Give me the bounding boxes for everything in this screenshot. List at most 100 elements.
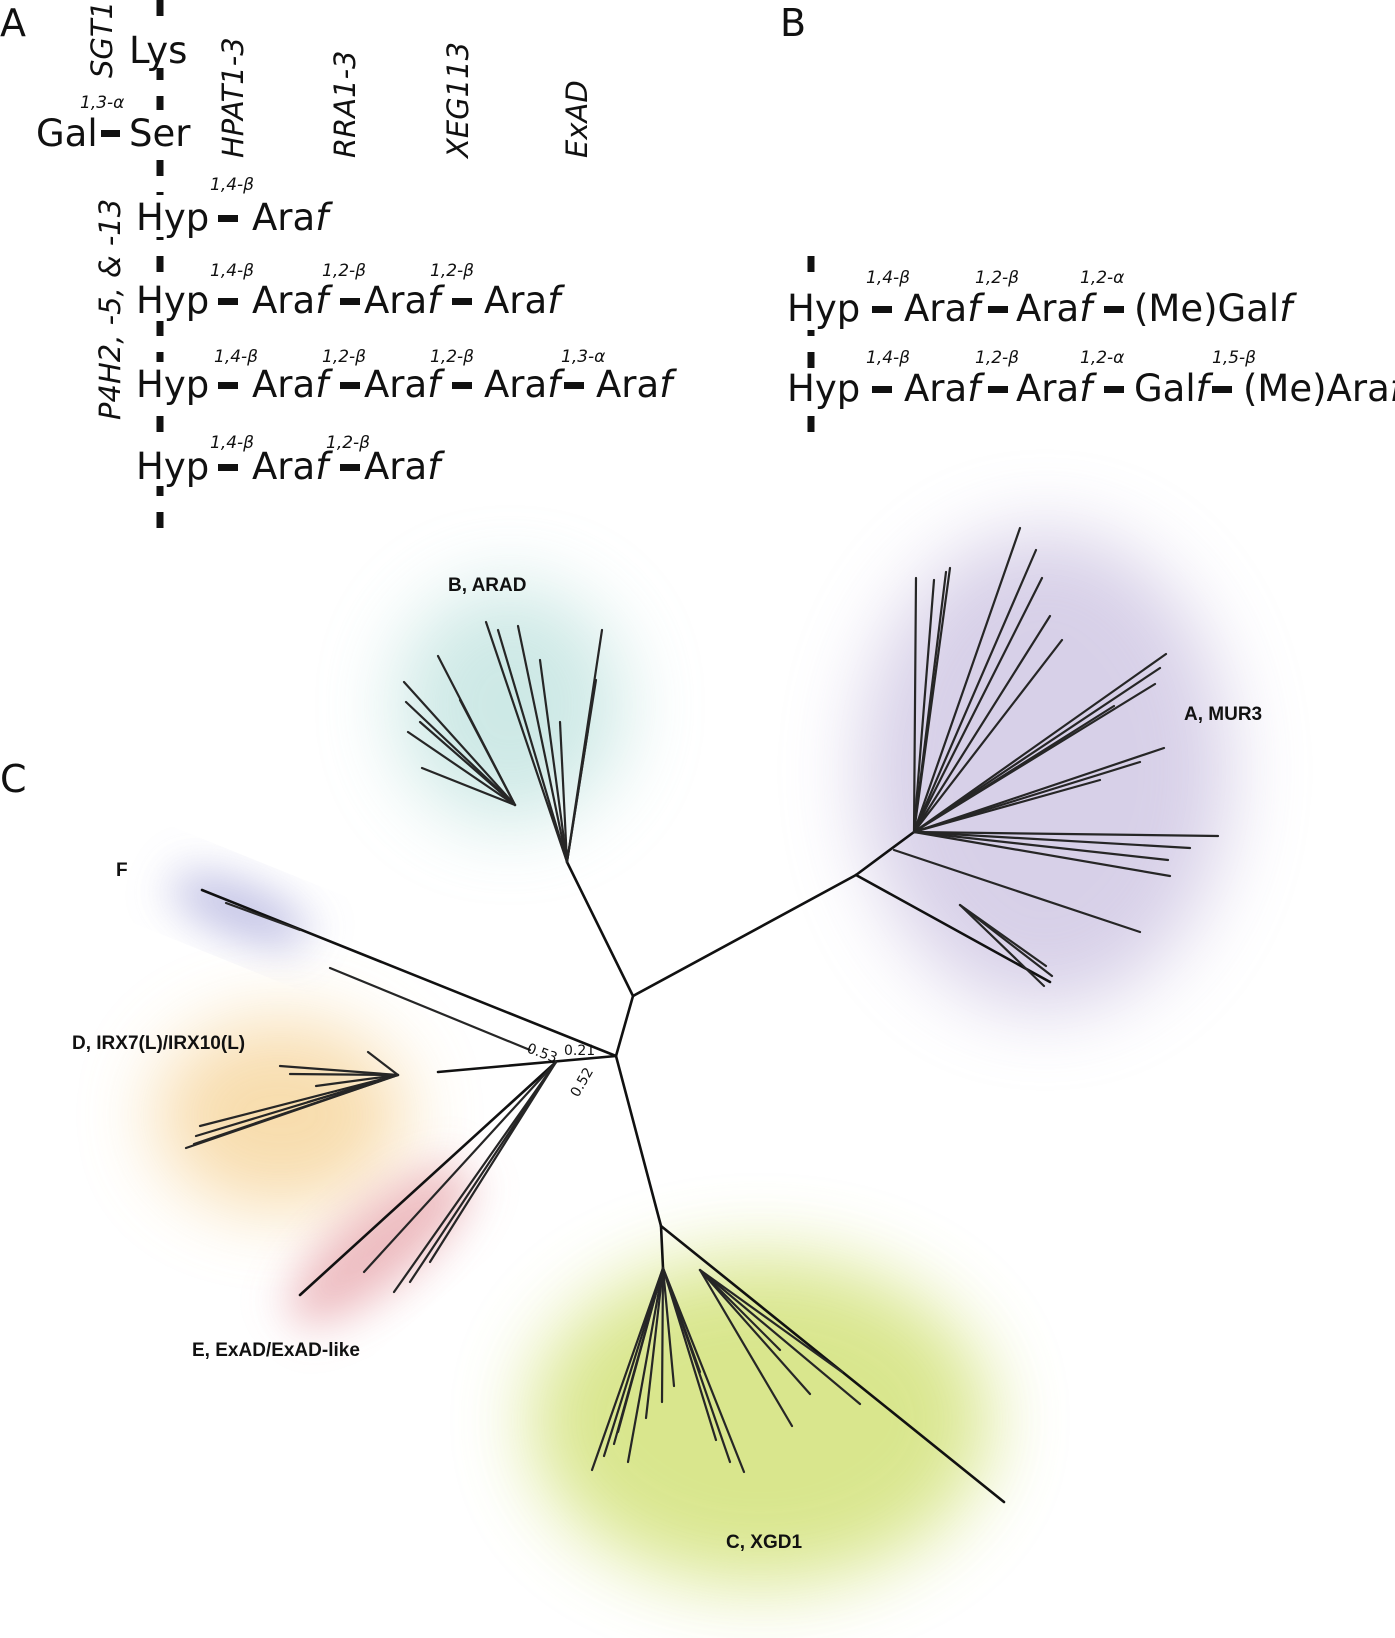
clade-label-b: B, ARAD (448, 575, 526, 596)
branch-tip (484, 620, 569, 864)
bond-label: 1,2-α (1080, 268, 1124, 288)
branch-tip (912, 576, 1044, 834)
branch-tip (912, 578, 936, 834)
branch-tip (496, 628, 569, 864)
branch-tip (912, 830, 1192, 850)
bond-dash (218, 215, 238, 222)
branch-tip (698, 1268, 794, 1428)
residue-ara: Araf (1016, 287, 1097, 330)
bond-dash-gal-ser (101, 130, 120, 137)
residue-ara: Araf (252, 363, 333, 406)
clade-f-tips (224, 901, 532, 1052)
residue-lys: Lys (129, 29, 187, 72)
clade-label-e: E, ExAD/ExAD-like (192, 1340, 360, 1361)
bond-label: 1,2-β (322, 261, 366, 281)
branch (565, 860, 635, 998)
chain-b2: Hyp 1,4-β Araf 1,2-β Araf 1,2-α Galf 1,5… (784, 348, 1395, 410)
chain-a2: Hyp 1,4-β Araf 1,2-β Araf 1,2-β Araf (130, 261, 565, 322)
chain-a1: Hyp 1,4-β Araf (130, 175, 333, 239)
bond-label: 1,4-β (210, 261, 254, 281)
residue-ara: Araf (484, 279, 565, 322)
panel-label-b: B (780, 1, 806, 45)
branch-tip (912, 830, 1172, 878)
gene-label-xeg: XEG113 (441, 42, 475, 160)
branch-tip (590, 1266, 665, 1472)
bond-label: 1,5-β (1212, 348, 1256, 368)
bond-label: 1,2-β (430, 261, 474, 281)
bond-dash (340, 298, 360, 305)
branch-tip (958, 903, 1054, 978)
chain-b1: Hyp 1,4-β Araf 1,2-β Araf 1,2-α (Me)Galf (784, 268, 1297, 330)
residue-ara: Araf (252, 196, 333, 239)
branch-tip (558, 720, 569, 864)
bond-label: 1,2-α (1080, 348, 1124, 368)
branch-tip (661, 1266, 676, 1388)
branch-tip (184, 1073, 400, 1150)
branch-tip (420, 766, 517, 807)
bond-dash (1104, 386, 1124, 393)
residue-hyp: Hyp (136, 363, 209, 406)
branch-tip (912, 638, 1064, 834)
clade-label-d: D, IRX7(L)/IRX10(L) (72, 1033, 245, 1054)
bond-dash (1104, 306, 1124, 313)
ser-mask (126, 110, 202, 152)
residue-ara: Araf (1016, 367, 1097, 410)
clade-label-a: A, MUR3 (1184, 704, 1262, 725)
bond-label: 1,4-β (210, 175, 254, 195)
branch-tip (698, 1268, 862, 1406)
branch-tip (626, 1266, 665, 1464)
residue-ara: Araf (252, 445, 333, 488)
branch-tip (698, 1268, 844, 1374)
branch-tip (912, 566, 952, 834)
chain-a3: Hyp 1,4-β Araf 1,2-β Araf 1,2-β Araf 1,3… (130, 347, 677, 406)
branch-tip (660, 1266, 665, 1404)
halo-clade-a (860, 530, 1230, 1010)
branch-tip (406, 730, 517, 807)
clade-d-tips (184, 1050, 400, 1150)
branch-tip (892, 848, 1142, 934)
panel-label-c: C (0, 757, 27, 801)
bond-label: 1,2-β (430, 347, 474, 367)
clade-a-tips (892, 526, 1220, 988)
branch-tip (616, 1266, 665, 1434)
branch (854, 873, 1052, 984)
residue-gal: Galf (1134, 367, 1214, 410)
clade-c-tips (590, 1266, 862, 1474)
panel-b: Hyp 1,4-β Araf 1,2-β Araf 1,2-α (Me)Galf… (784, 256, 1395, 440)
bond-label: 1,2-β (975, 348, 1019, 368)
bond-label: 1,4-β (214, 347, 258, 367)
branch-tip (958, 903, 1046, 988)
branch-tip (661, 1266, 702, 1374)
panel-c: A, MUR3 B, ARAD C, XGD1 D, IRX7(L)/IRX10… (72, 526, 1262, 1585)
lys-mask (126, 28, 202, 68)
clade-label-f: F (116, 860, 128, 881)
residue-ara: Araf (252, 279, 333, 322)
support-value: 0.52 (568, 1065, 597, 1100)
branch-tip (644, 1266, 665, 1420)
bond-dash (452, 298, 472, 305)
branch (659, 1224, 665, 1270)
branch-tip (418, 720, 517, 807)
bond-dash (218, 298, 238, 305)
branch-tip (912, 778, 1102, 834)
residue-ara: Araf (904, 367, 985, 410)
support-value: 0.21 (564, 1043, 595, 1059)
branch-tip (912, 666, 1162, 834)
residue-me-gal: (Me)Galf (1134, 287, 1297, 330)
branch-tip (288, 1072, 400, 1077)
bond-dash (1212, 386, 1232, 393)
bond-label: 1,4-β (866, 268, 910, 288)
bond-label: 1,2-β (326, 433, 370, 453)
residue-hyp: Hyp (136, 196, 209, 239)
bond-dash (872, 306, 892, 313)
residue-ara: Araf (364, 445, 445, 488)
bond-dash (452, 382, 472, 389)
panel-label-a: A (0, 1, 26, 45)
residue-hyp: Hyp (787, 287, 860, 330)
branch (614, 994, 635, 1058)
residue-me-ara: (Me)Araf (1243, 367, 1395, 410)
branch-tip (912, 548, 1038, 834)
residue-ara: Araf (904, 287, 985, 330)
branch-tip (362, 1060, 558, 1274)
residue-ser: Ser (129, 112, 191, 155)
